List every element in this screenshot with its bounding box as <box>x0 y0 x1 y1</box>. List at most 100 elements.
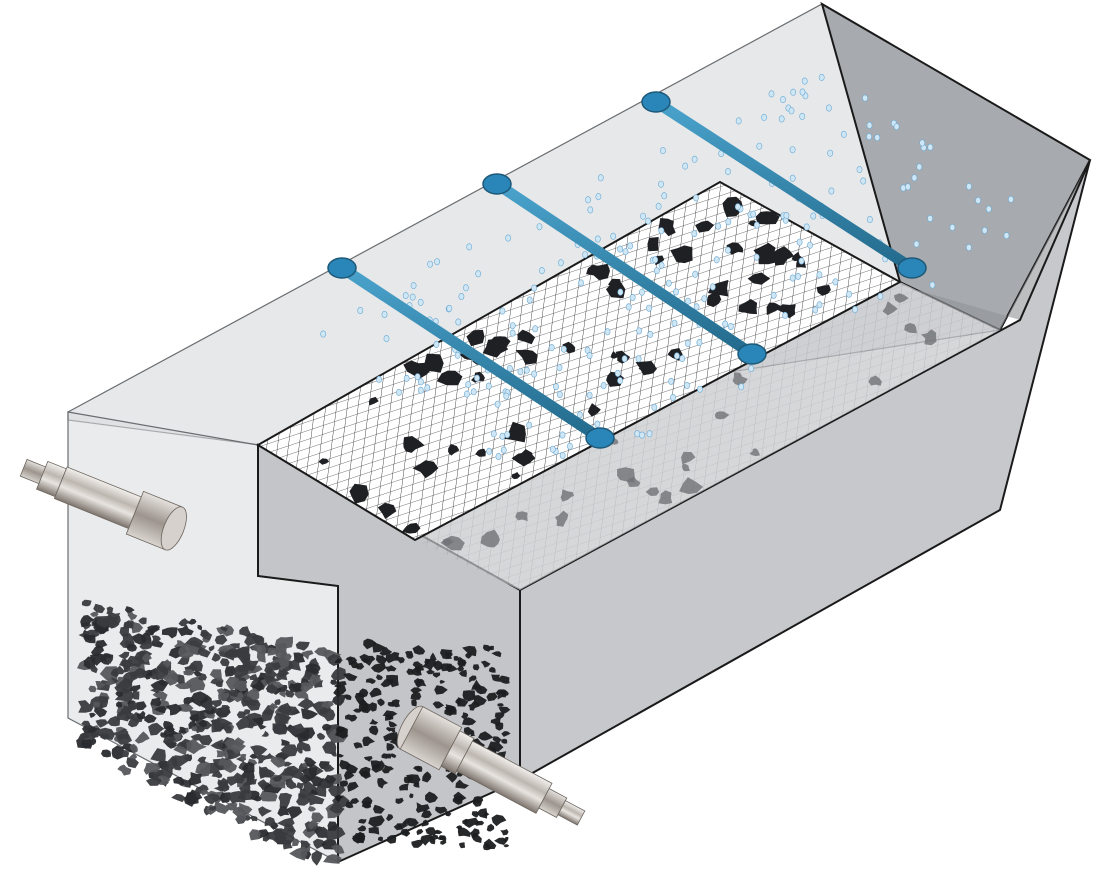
sediment-chunk <box>347 781 359 792</box>
sediment-chunk <box>472 664 480 671</box>
water-droplet <box>661 192 668 200</box>
water-droplet <box>685 297 691 305</box>
water-droplet <box>594 235 601 243</box>
sediment-chunk <box>488 645 494 651</box>
water-droplet <box>454 351 461 359</box>
water-droplet <box>621 355 628 363</box>
sediment-chunk <box>115 691 123 697</box>
water-droplet <box>617 377 623 385</box>
sediment-chunk <box>208 645 215 652</box>
sediment-chunk <box>264 816 275 827</box>
water-droplet <box>668 377 674 385</box>
water-droplet <box>646 430 653 438</box>
debris-piece <box>511 472 521 480</box>
debris-piece <box>377 502 397 519</box>
water-droplet <box>985 205 992 213</box>
sediment-chunk <box>127 611 138 621</box>
water-droplet <box>789 146 796 154</box>
sediment-chunk <box>119 626 130 637</box>
water-droplet <box>790 88 797 96</box>
sediment-chunk <box>188 618 197 625</box>
sediment-chunk <box>246 688 260 701</box>
water-droplet <box>852 305 858 313</box>
sediment-chunk <box>78 700 94 713</box>
water-droplet <box>709 283 716 291</box>
sediment-chunk <box>324 774 337 784</box>
water-droplet <box>532 325 539 333</box>
water-droplet <box>727 322 734 330</box>
sediment-chunk <box>95 727 116 740</box>
sediment-chunk <box>390 699 400 708</box>
sediment-chunk <box>433 660 443 671</box>
sediment-chunk <box>223 724 232 734</box>
sediment-chunk <box>216 750 228 758</box>
sediment-chunk <box>257 829 270 839</box>
water-droplet <box>500 446 507 454</box>
sediment-chunk <box>219 658 230 667</box>
sediment-chunk <box>330 844 345 854</box>
sediment-chunk <box>406 774 421 785</box>
sediment-chunk <box>435 806 448 814</box>
sediment-chunk <box>90 666 98 674</box>
sediment-chunk <box>344 694 352 700</box>
sediment-chunk <box>361 796 373 807</box>
water-droplet <box>402 292 409 300</box>
tank-long-side <box>519 159 1091 782</box>
water-droplet <box>494 400 501 408</box>
water-droplet <box>455 318 462 326</box>
sediment-chunk <box>375 674 383 680</box>
sediment-chunk <box>307 820 319 830</box>
debris-piece <box>753 242 779 265</box>
water-droplet <box>725 168 731 176</box>
water-droplet <box>693 303 700 311</box>
water-droplet <box>403 374 410 382</box>
sediment-chunk <box>295 782 305 791</box>
sediment-chunk <box>411 699 417 707</box>
water-droplet <box>586 352 593 360</box>
sediment-chunk <box>277 702 294 716</box>
sediment-chunk <box>188 772 203 786</box>
sediment-chunk <box>311 850 323 866</box>
sediment-chunk <box>395 797 404 804</box>
debris-piece <box>368 396 379 406</box>
water-droplet <box>595 193 602 201</box>
sediment-chunk <box>193 670 202 677</box>
sediment-chunk <box>316 826 328 839</box>
sediment-chunk <box>202 699 214 712</box>
sediment-chunk <box>297 682 313 693</box>
sediment-chunk <box>494 712 505 720</box>
sediment-chunk <box>215 681 223 687</box>
water-droplet <box>639 288 645 296</box>
sediment-chunk <box>462 818 470 825</box>
water-droplet <box>466 243 473 251</box>
water-droplet <box>506 364 513 372</box>
water-droplet <box>696 338 703 346</box>
water-droplet <box>627 242 634 250</box>
sediment-chunk <box>445 771 458 783</box>
water-droplet <box>526 421 533 429</box>
sediment-chunk <box>158 680 170 686</box>
water-droplet <box>768 90 775 98</box>
sediment-chunk <box>274 636 293 650</box>
sediment-chunk <box>101 749 111 758</box>
debris-piece <box>555 510 569 527</box>
sediment-chunk <box>486 692 498 702</box>
water-droplet <box>433 340 440 348</box>
sediment-chunk <box>235 813 246 824</box>
sediment-chunk <box>379 647 393 656</box>
sediment-chunk <box>249 815 258 822</box>
sediment-chunk <box>203 707 215 715</box>
water-droplet <box>410 282 417 290</box>
sediment-chunk <box>462 690 475 702</box>
sediment-chunk <box>406 668 414 675</box>
sediment-chunk <box>421 819 429 827</box>
sediment-chunk <box>386 753 392 759</box>
water-droplet <box>617 245 623 253</box>
sediment-chunk <box>111 745 124 760</box>
debris-piece <box>868 375 882 386</box>
sediment-chunk <box>501 690 509 697</box>
sediment-chunk <box>223 759 238 773</box>
water-droplet <box>788 107 795 115</box>
water-droplet <box>756 142 763 150</box>
